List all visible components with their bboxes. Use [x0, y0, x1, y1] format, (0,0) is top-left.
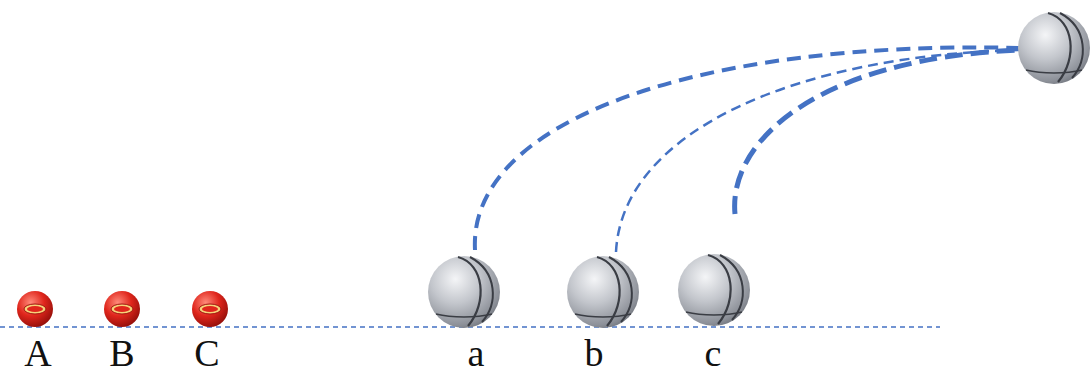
point-letter: A: [24, 334, 51, 372]
point-letter: b: [585, 334, 604, 372]
point-letter: B: [109, 334, 134, 372]
boule: [1018, 12, 1090, 84]
boule: [678, 254, 750, 326]
point-letter: a: [468, 334, 485, 372]
jack-ball: [17, 291, 53, 327]
point-letter: c: [705, 334, 722, 372]
jack-ball: [104, 291, 140, 327]
boule: [428, 256, 500, 328]
jack-ball: [192, 291, 228, 327]
trajectory: [735, 50, 1020, 214]
trajectory: [616, 50, 1020, 252]
point-letter: C: [194, 334, 219, 372]
trajectory: [475, 47, 1020, 250]
boule: [567, 256, 639, 328]
